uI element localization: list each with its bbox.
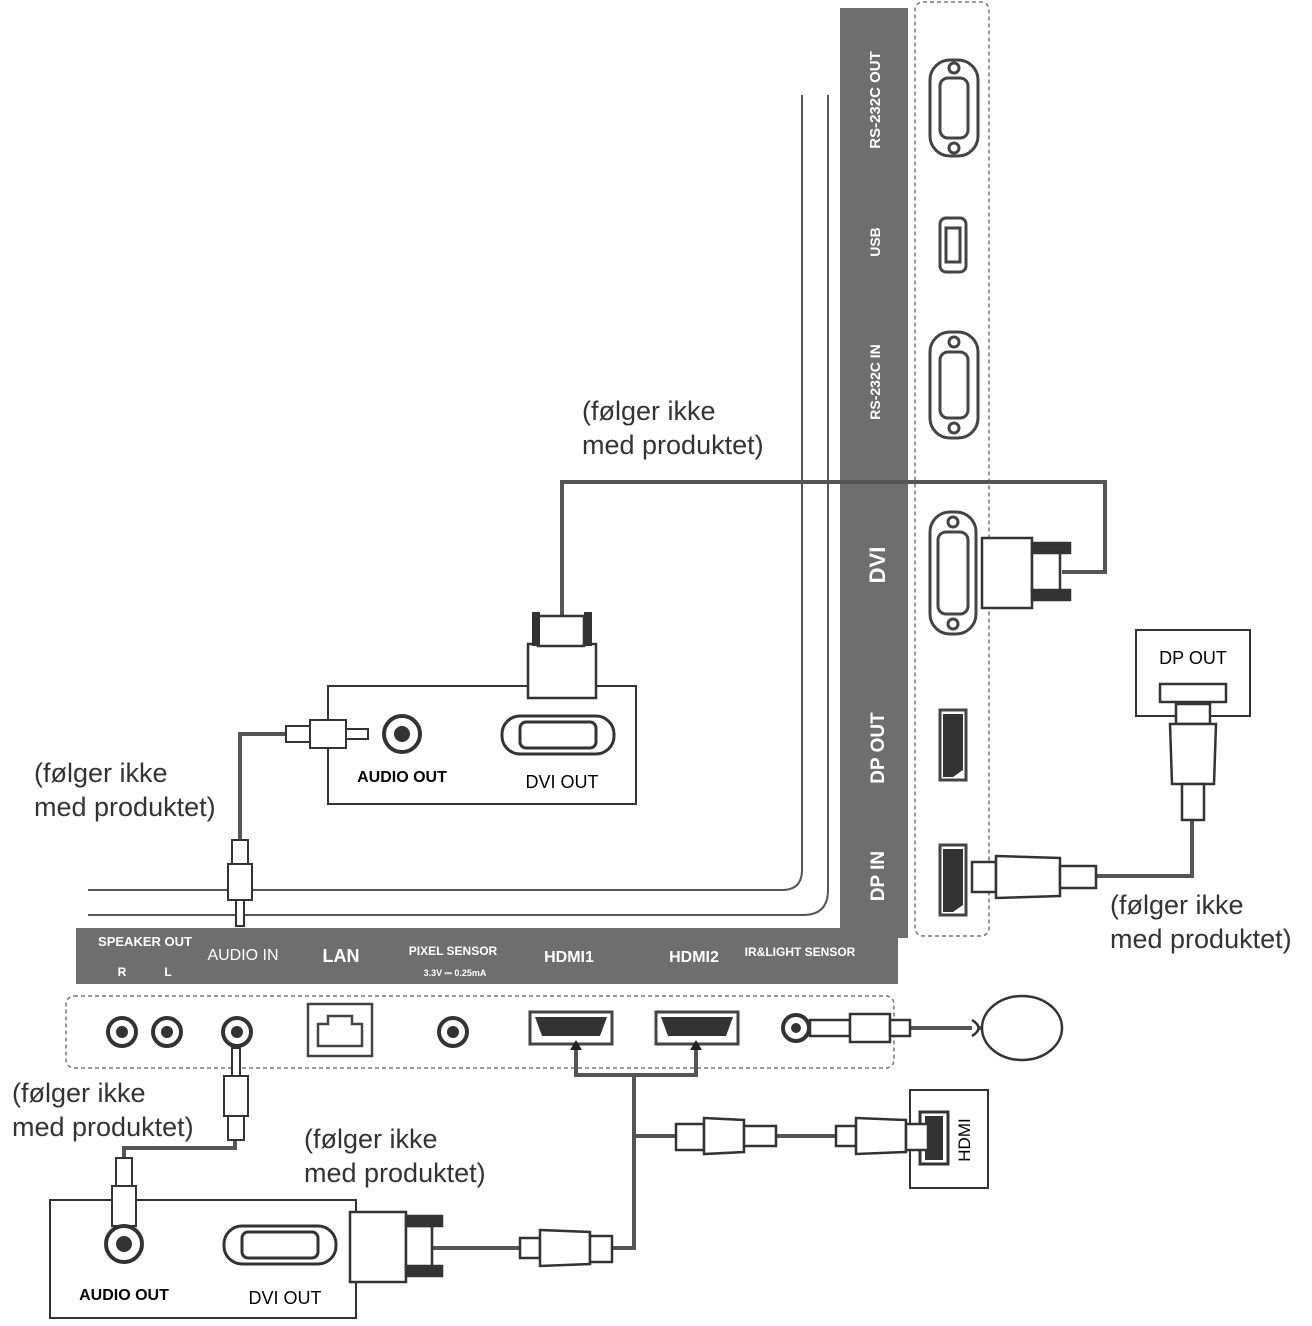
label-dvi: DVI <box>865 547 890 584</box>
label-rs232c-in: RS-232C IN <box>867 344 883 419</box>
pixel-sensor-jack <box>437 1016 469 1048</box>
pc2-audio-out-label: AUDIO OUT <box>79 1287 169 1304</box>
label-speaker-r: R <box>118 965 127 979</box>
hdmi-arrows <box>570 1040 702 1050</box>
side-panel: RS-232C OUT USB RS-232C IN DVI DP OUT DP… <box>840 1 990 938</box>
pc1-audio-out-jack <box>382 714 422 754</box>
note-audio-cable-lower: (følger ikke med produktet) <box>12 1078 194 1142</box>
dp-out-port <box>938 708 968 782</box>
label-speaker-out: SPEAKER OUT <box>98 934 192 949</box>
note-dvi-cable-lower: (følger ikke med produktet) <box>304 1124 486 1188</box>
pc1-audio-plug <box>285 719 369 749</box>
pc2-audio-out-jack <box>104 1224 144 1264</box>
label-dp-in: DP IN <box>868 851 889 901</box>
dp-device-label: DP OUT <box>1159 648 1227 668</box>
hdmi2-port <box>654 1010 740 1046</box>
ir-sensor-jack <box>781 1013 811 1043</box>
note-dvi-cable: (følger ikke med produktet) <box>582 396 764 460</box>
speaker-l-jack <box>151 1016 183 1048</box>
pc2-audio-plug <box>111 1157 137 1227</box>
lan-port <box>306 1002 374 1058</box>
audio-in-plug-upper <box>227 839 253 927</box>
hdmi1-port <box>528 1010 614 1046</box>
audio-in-plug-lower <box>223 1047 249 1141</box>
label-lan: LAN <box>323 946 360 966</box>
dvi-connector-lower <box>348 1210 444 1284</box>
label-rs232c-out: RS-232C OUT <box>867 51 884 149</box>
note-audio-cable-upper: (følger ikke med produktet) <box>34 758 216 822</box>
hdmi-plug-left <box>674 1116 778 1156</box>
label-ir-light-sensor: IR&LIGHT SENSOR <box>745 945 856 959</box>
dp-plug-upper <box>1168 702 1218 822</box>
tv-edge-lines <box>88 95 829 916</box>
dp-out-device: DP OUT <box>1135 629 1251 822</box>
hdmi-device-label: HDMI <box>955 1118 974 1161</box>
dp-plug-lower <box>970 854 1098 900</box>
pc1-dvi-out-port <box>500 714 616 756</box>
cables <box>122 480 1194 1250</box>
label-usb: USB <box>867 227 883 257</box>
note-dp-cable: (følger ikke med produktet) <box>1110 890 1292 954</box>
hdmi-plug-lower <box>518 1228 614 1268</box>
label-pixel-sensor: PIXEL SENSOR <box>409 944 498 958</box>
label-speaker-l: L <box>164 965 171 979</box>
pc2-device: AUDIO OUT DVI OUT <box>49 1157 357 1319</box>
ir-sensor <box>808 994 1064 1062</box>
pc1-device: AUDIO OUT DVI OUT <box>285 612 637 805</box>
label-hdmi1: HDMI1 <box>544 949 594 966</box>
speaker-r-jack <box>106 1016 138 1048</box>
pc2-dvi-out-label: DVI OUT <box>248 1288 321 1308</box>
dvi-port <box>928 510 978 636</box>
dp-in-port <box>938 843 968 917</box>
pc1-audio-out-label: AUDIO OUT <box>357 769 447 786</box>
label-pixel-sensor-spec: 3.3V ⎓ 0.25mA <box>424 968 487 978</box>
rs232c-in-port <box>928 330 980 440</box>
pc1-dvi-out-label: DVI OUT <box>525 772 598 792</box>
rs232c-out-port <box>928 58 980 158</box>
label-hdmi2: HDMI2 <box>669 949 719 966</box>
pc2-dvi-out-port <box>222 1224 338 1266</box>
audio-in-jack <box>221 1016 253 1048</box>
label-audio-in: AUDIO IN <box>207 947 278 964</box>
usb-port <box>938 216 968 274</box>
label-dp-out: DP OUT <box>868 712 889 784</box>
bottom-panel: SPEAKER OUT R L AUDIO IN LAN PIXEL SENSO… <box>65 928 898 1069</box>
hdmi-plug-right <box>834 1116 930 1156</box>
dvi-connector-tv <box>980 536 1072 610</box>
